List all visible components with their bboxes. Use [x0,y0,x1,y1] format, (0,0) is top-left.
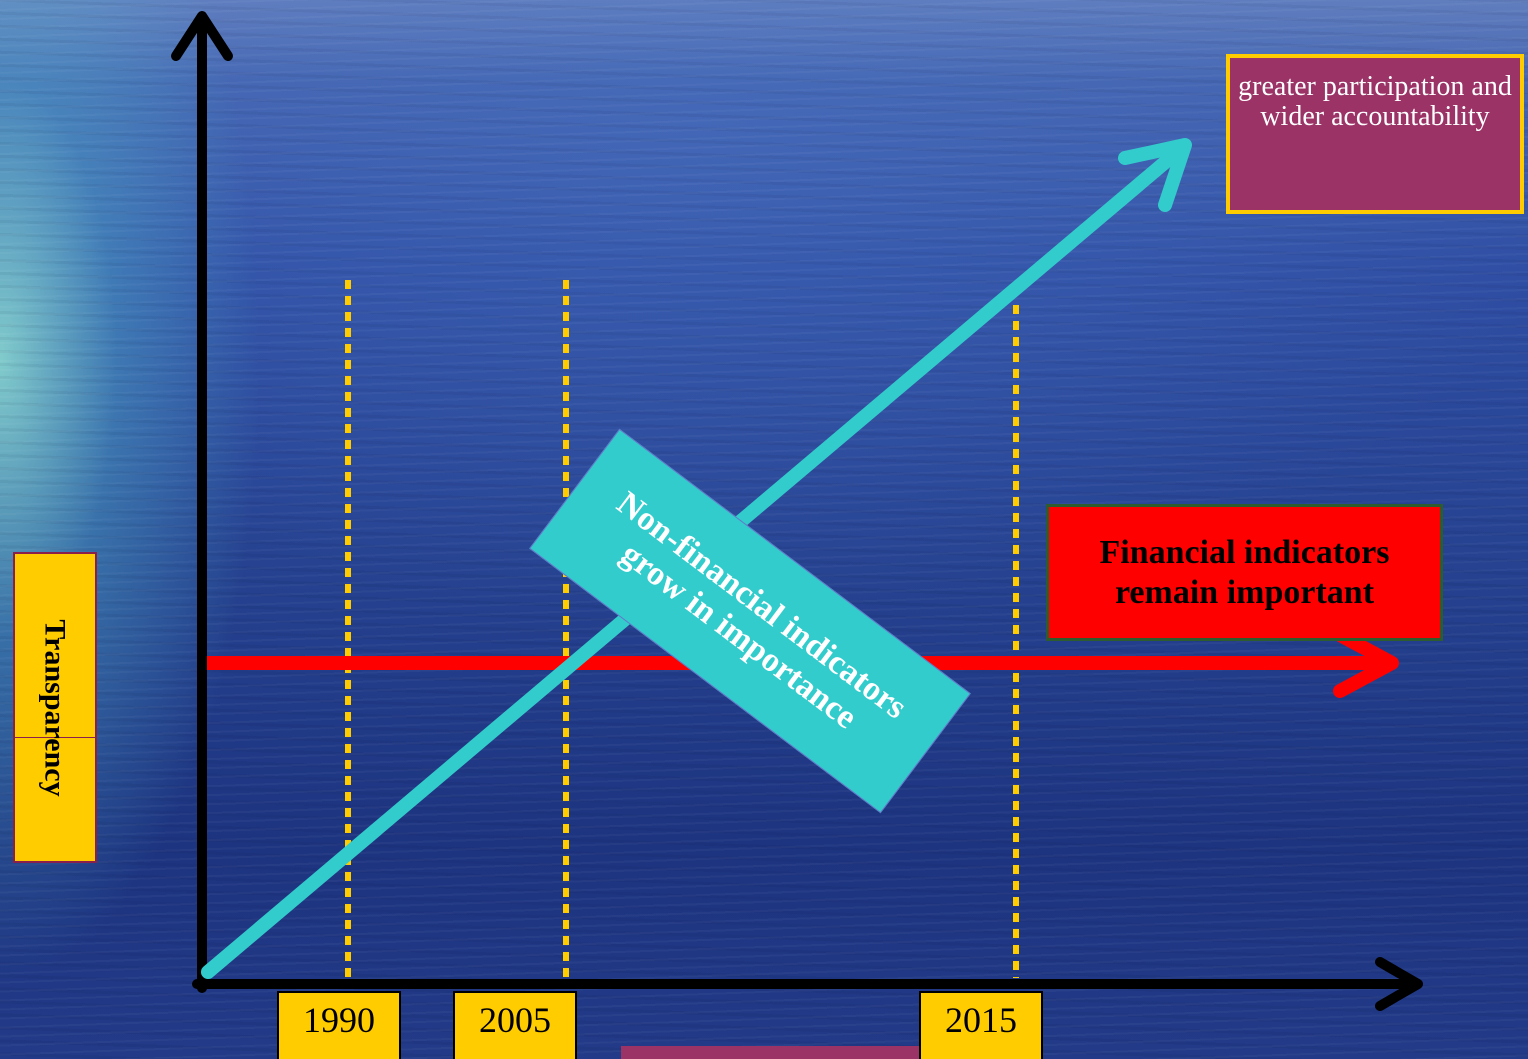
y-axis [171,11,233,993]
year-label-2015: 2015 [919,991,1043,1059]
year-label-2005: 2005 [453,991,577,1059]
year-label-1990: 1990 [277,991,401,1059]
y-axis-label-divider [15,737,95,738]
y-axis-label-text: Transparency [39,618,73,797]
x-axis-label-box [621,1046,919,1059]
y-axis-label: Transparency [13,552,97,863]
x-axis [192,957,1423,1011]
outcome-box: greater participation and wider accounta… [1226,54,1524,214]
financial-indicators-box: Financial indicators remain important [1046,504,1443,641]
